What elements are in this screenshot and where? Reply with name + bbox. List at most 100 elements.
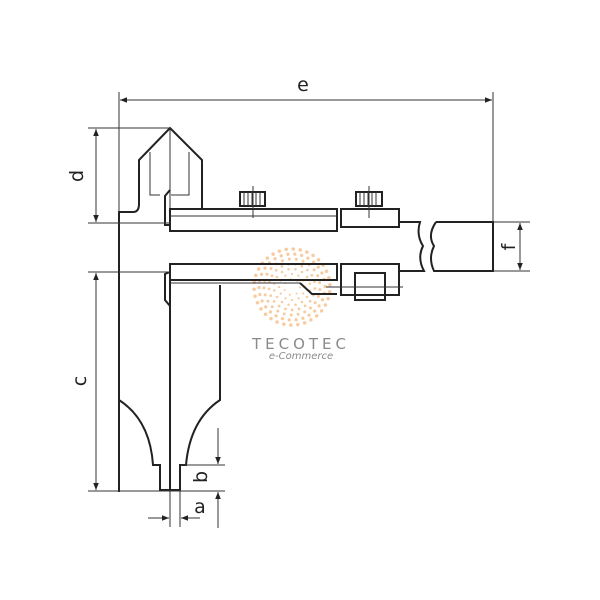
watermark-dot	[312, 268, 316, 272]
watermark-dot	[287, 257, 291, 261]
dimension-label-a: a	[194, 496, 206, 518]
watermark-dot	[297, 307, 301, 311]
watermark-dot	[305, 275, 309, 279]
watermark-dot	[306, 268, 309, 272]
watermark-dot	[264, 305, 268, 309]
watermark-dot	[300, 270, 304, 274]
watermark-dot	[328, 282, 332, 287]
dimension-a: a	[148, 490, 206, 527]
watermark-dot	[275, 295, 279, 299]
dimension-label-d: d	[66, 170, 88, 182]
watermark-dot	[309, 306, 312, 310]
watermark-dot	[269, 267, 273, 270]
watermark-dot	[269, 294, 273, 297]
watermark-dot	[277, 249, 282, 253]
watermark-dot	[320, 271, 324, 275]
watermark-dot	[303, 310, 307, 314]
watermark-dot	[305, 295, 309, 299]
watermark-dot	[291, 247, 295, 251]
watermark-dot	[293, 252, 297, 256]
watermark-dot	[323, 284, 327, 289]
watermark-dot	[287, 268, 290, 271]
watermark-dot	[290, 308, 294, 312]
watermark-dot	[279, 292, 282, 295]
watermark-dot	[326, 296, 330, 301]
watermark-dot	[311, 253, 315, 258]
watermark-brand: TECOTEC	[251, 335, 350, 353]
watermark-dot	[299, 286, 301, 289]
watermark-dot	[316, 258, 321, 262]
watermark-dot	[313, 280, 316, 284]
watermark-dot	[296, 322, 300, 327]
watermark-dot	[280, 300, 284, 304]
knurled-knob-icon	[239, 186, 266, 218]
watermark-dot	[311, 260, 316, 264]
watermark-dot	[263, 266, 267, 270]
watermark-dot	[259, 307, 263, 311]
watermark-dot	[270, 274, 274, 278]
dimension-label-e: e	[297, 74, 309, 96]
watermark-dot	[320, 298, 325, 302]
watermark-dot	[308, 299, 312, 303]
watermark-dot	[314, 314, 319, 318]
watermark-dot	[294, 303, 297, 306]
watermark-dot	[268, 310, 273, 314]
watermark-dot	[294, 257, 298, 261]
watermark-dot	[318, 288, 322, 292]
watermark-dot	[286, 252, 290, 256]
watermark-dot	[254, 273, 258, 278]
watermark-dot	[281, 259, 284, 263]
watermark-dot	[262, 286, 266, 290]
watermark-dot	[283, 289, 286, 291]
watermark-dot	[307, 313, 311, 317]
watermark-dot	[295, 292, 298, 295]
dimension-label-b: b	[190, 471, 212, 483]
watermark-dot	[294, 268, 297, 271]
watermark-dot	[309, 318, 313, 322]
dimension-f: f	[493, 221, 530, 272]
watermark-dot	[253, 294, 257, 298]
watermark-dot	[273, 289, 276, 292]
watermark-dot	[297, 297, 300, 300]
watermark-dot	[256, 267, 261, 271]
watermark-dot	[280, 270, 284, 274]
watermark-dot	[275, 320, 279, 324]
watermark-dot	[300, 300, 304, 304]
watermark-dot	[257, 285, 261, 290]
watermark-dot	[289, 313, 293, 317]
watermark-dot	[276, 309, 280, 313]
watermark-dot	[288, 293, 291, 296]
watermark-dot	[318, 281, 322, 285]
watermark-dot	[258, 292, 262, 297]
watermark-dot	[284, 274, 287, 277]
watermark-dot	[255, 301, 260, 305]
watermark-dot	[269, 316, 273, 321]
watermark-dot	[294, 318, 298, 322]
watermark-logo-dots	[252, 247, 332, 327]
watermark-dot	[313, 287, 317, 290]
main-beam	[169, 186, 494, 272]
watermark-dot	[287, 318, 291, 322]
watermark-dot	[305, 250, 309, 254]
watermark-dot	[312, 309, 317, 313]
watermark-dot	[266, 299, 270, 303]
watermark-dot	[271, 252, 275, 256]
watermark-tagline: e-Commerce	[269, 351, 333, 362]
watermark-dot	[300, 264, 304, 268]
dimension-label-c: c	[69, 376, 91, 386]
watermark-dot	[316, 274, 320, 278]
watermark-dot	[323, 303, 328, 307]
watermark-dot	[274, 268, 278, 272]
watermark-dot	[319, 309, 324, 313]
watermark-dot	[259, 272, 264, 276]
watermark-dot	[274, 314, 278, 318]
watermark-dot	[310, 273, 314, 277]
dimension-e: e	[118, 74, 494, 222]
lower-jaws	[118, 280, 221, 491]
watermark-dot	[327, 289, 332, 294]
watermark-dot	[302, 321, 307, 325]
watermark-dot	[316, 294, 320, 298]
slider	[164, 263, 403, 307]
watermark-dot	[280, 316, 285, 321]
